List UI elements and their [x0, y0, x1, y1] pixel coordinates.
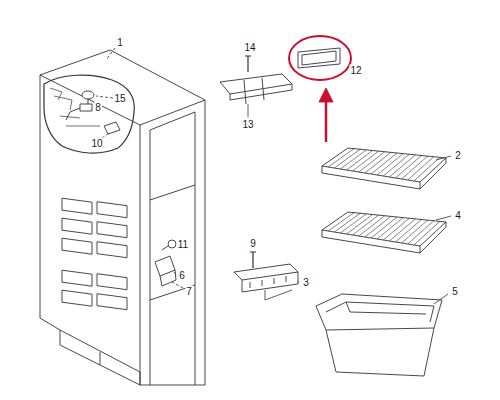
callout-number: 4 — [454, 210, 462, 221]
callout-number: 8 — [94, 102, 102, 113]
shelf-wires — [328, 149, 440, 181]
callout-number: 2 — [454, 150, 462, 161]
light-bulb — [160, 270, 176, 286]
vent-opening — [62, 198, 92, 214]
crisper-drawer — [316, 294, 442, 376]
thermostat — [80, 104, 92, 111]
light-socket — [155, 256, 175, 276]
bracket-screw — [250, 252, 256, 268]
vent-openings — [62, 198, 127, 310]
callout-number: 14 — [243, 42, 256, 53]
thermistor-lead — [162, 246, 168, 250]
vent-opening — [97, 222, 127, 238]
cabinet-liner — [40, 50, 205, 385]
thermistor — [162, 240, 176, 250]
wire-shelf — [322, 212, 446, 253]
support-bracket — [234, 252, 299, 300]
leader-lines — [94, 48, 115, 138]
vent-opening — [97, 242, 127, 258]
vent-opening — [62, 270, 92, 286]
wire-shelves — [322, 148, 446, 253]
vent-opening — [62, 238, 92, 254]
cabinet-inner-shelf-rails — [150, 185, 195, 300]
control-housing-outline — [44, 75, 134, 153]
highlight-circle — [289, 36, 351, 80]
bracket-slots — [250, 276, 286, 288]
shelf-frame — [322, 212, 446, 246]
vent-opening — [97, 294, 127, 310]
control-knob-stem — [88, 99, 89, 104]
bracket-screw — [245, 56, 251, 72]
callout-number: 9 — [249, 238, 257, 249]
shelf-trim — [298, 48, 340, 68]
crisper-drawer — [316, 294, 448, 376]
callout-number: 15 — [113, 93, 126, 104]
callout-number: 11 — [177, 239, 189, 250]
highlight-arrow-head — [319, 88, 333, 102]
slide-bracket — [220, 74, 292, 104]
callout-number: 12 — [349, 65, 362, 76]
highlight-arrow — [319, 88, 333, 142]
crisper-rim — [326, 302, 434, 330]
vent-opening — [97, 274, 127, 290]
callout-number: 1 — [116, 37, 124, 48]
support-bracket — [234, 264, 298, 292]
shelf-trim — [298, 48, 340, 68]
callout-number: 5 — [451, 286, 459, 297]
slide-bracket — [220, 56, 292, 117]
vent-opening — [97, 202, 127, 218]
control-knob — [82, 91, 94, 99]
vent-opening — [62, 290, 92, 306]
light-switch — [104, 122, 120, 134]
leader-lines — [172, 244, 183, 288]
thermistor — [168, 240, 176, 248]
vent-opening — [62, 218, 92, 234]
leader-lines — [436, 156, 451, 220]
shelf-wires — [328, 213, 440, 245]
cabinet-base-notch — [60, 330, 140, 385]
thermostat — [66, 104, 92, 120]
thermostat-tube — [66, 108, 80, 120]
leader-lines — [265, 282, 299, 300]
highlight-arrow-shaft — [325, 100, 328, 142]
callout-number: 6 — [178, 270, 186, 281]
leader-lines — [434, 294, 448, 304]
shelf-frame — [322, 148, 446, 182]
callout-number: 7 — [185, 286, 193, 297]
callout-number: 13 — [241, 119, 254, 130]
control-knob — [82, 91, 94, 104]
light-socket — [155, 256, 176, 286]
leader-lines — [248, 104, 249, 117]
callout-number: 3 — [302, 277, 310, 288]
wire-shelf — [322, 148, 446, 189]
light-switch — [104, 122, 120, 134]
callout-number: 10 — [90, 138, 103, 149]
cabinet-front-frame — [140, 112, 195, 385]
control-wiring — [50, 88, 100, 126]
cabinet-outline — [40, 50, 205, 385]
